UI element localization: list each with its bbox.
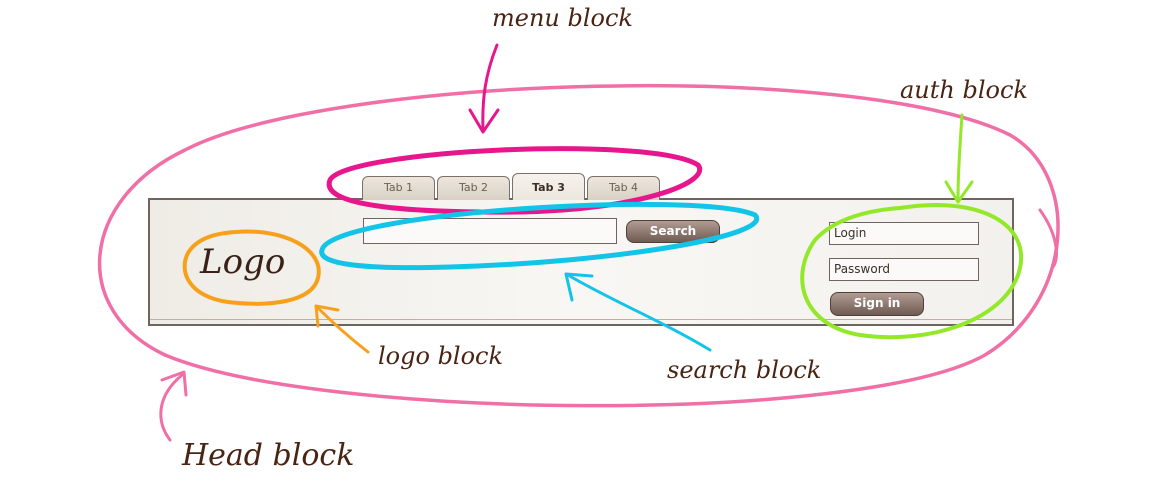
label-menu-block: menu block bbox=[492, 4, 633, 32]
label-head-block: Head block bbox=[182, 438, 355, 473]
label-search-block: search block bbox=[667, 356, 822, 384]
tab-1[interactable]: Tab 1 bbox=[362, 176, 435, 200]
login-field[interactable]: Login bbox=[829, 222, 979, 245]
tab-2[interactable]: Tab 2 bbox=[437, 176, 510, 200]
tab-4[interactable]: Tab 4 bbox=[587, 176, 660, 200]
label-logo-block: logo block bbox=[378, 342, 504, 370]
label-auth-block: auth block bbox=[900, 76, 1028, 104]
tab-3[interactable]: Tab 3 bbox=[512, 173, 585, 200]
search-button[interactable]: Search bbox=[626, 220, 720, 243]
logo: Logo bbox=[200, 242, 286, 282]
menu-arrow-icon bbox=[481, 43, 499, 132]
sign-in-button[interactable]: Sign in bbox=[830, 292, 924, 316]
menu-tabs: Tab 1 Tab 2 Tab 3 Tab 4 bbox=[362, 173, 660, 200]
password-field[interactable]: Password bbox=[829, 258, 979, 281]
auth-arrow-icon bbox=[956, 113, 964, 202]
head-arrow-icon bbox=[159, 373, 184, 442]
search-input[interactable] bbox=[363, 218, 617, 244]
panel-divider bbox=[150, 319, 1012, 320]
